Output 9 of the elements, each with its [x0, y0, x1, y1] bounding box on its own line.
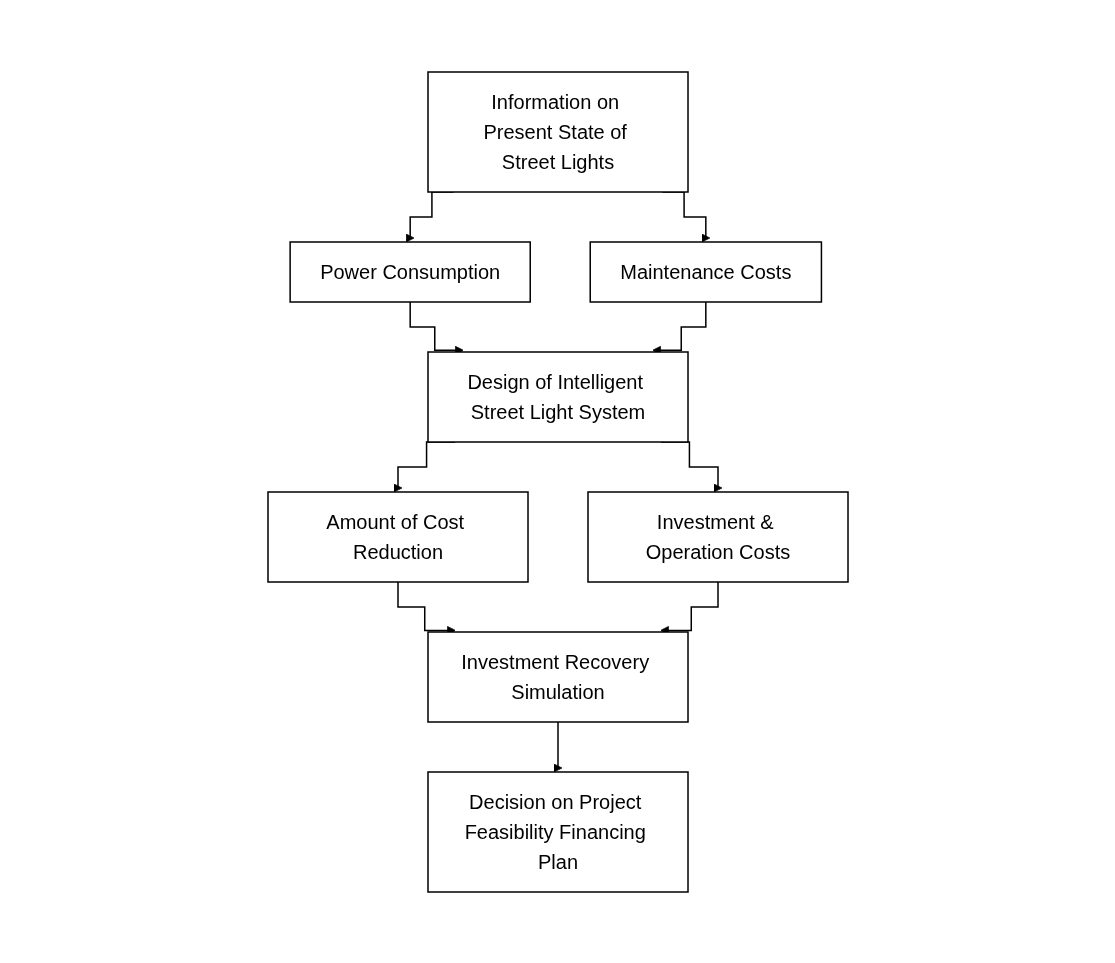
node-box: Power Consumption	[288, 240, 531, 303]
node-box: Information on Present State of Street Lights	[426, 70, 689, 193]
node-box: Investment Recovery Simulation	[426, 630, 689, 723]
node-box: Investment & Operation Costs	[586, 490, 849, 583]
node-box: Decision on Project Feasibility Financing Plan	[426, 770, 689, 893]
node-box: Maintenance Costs	[588, 240, 822, 303]
node-box: Amount of Cost Reduction	[266, 490, 529, 583]
node-box: Design of Intelligent Street Light System	[426, 350, 689, 443]
arrow	[553, 720, 562, 772]
